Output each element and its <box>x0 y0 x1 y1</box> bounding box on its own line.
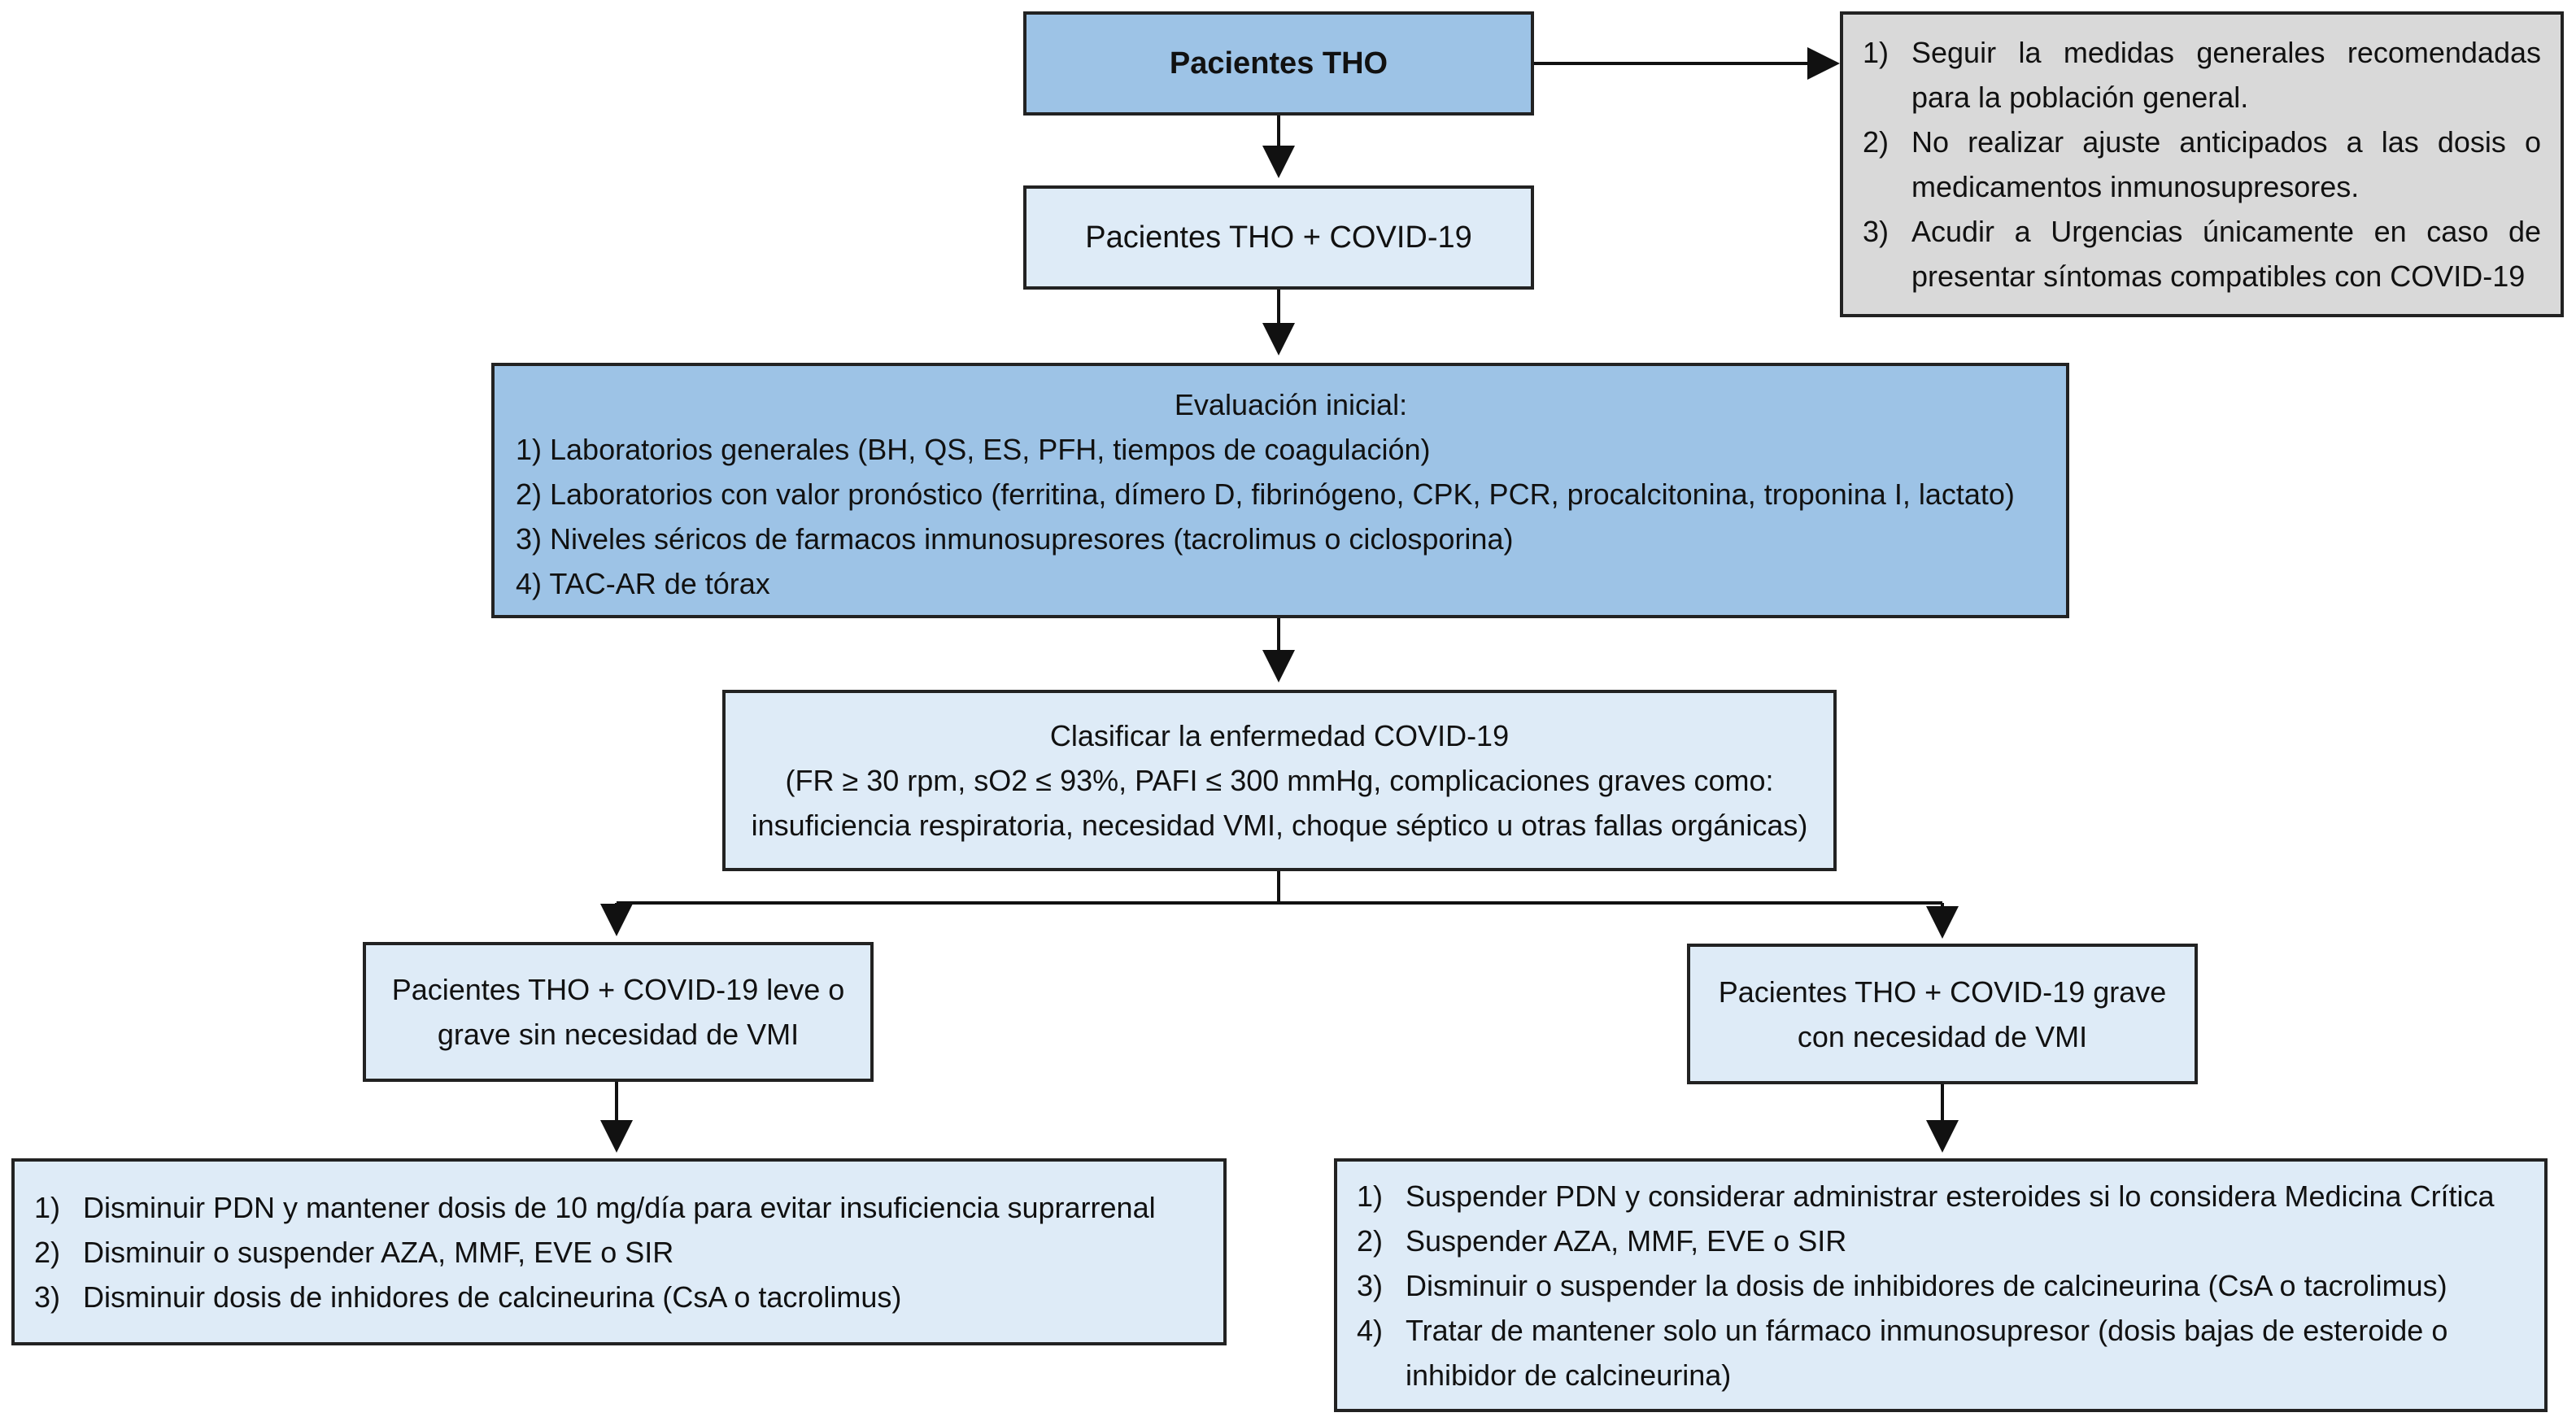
node-mild-actions: 1) Disminuir PDN y mantener dosis de 10 … <box>11 1158 1227 1345</box>
connector-classify-split <box>617 871 1280 905</box>
classify-title: Clasificar la enfermedad COVID-19 <box>1049 719 1510 752</box>
node-initial-evaluation: Evaluación inicial: 1) Laboratorios gene… <box>491 363 2069 618</box>
node-classify: Clasificar la enfermedad COVID-19 (FR ≥ … <box>722 690 1837 871</box>
node-severe-actions: 1) Suspender PDN y considerar administra… <box>1334 1158 2548 1412</box>
severe-action-item: 3) Disminuir o suspender la dosis de inh… <box>1357 1268 2447 1302</box>
mild-action-item: 3) Disminuir dosis de inhidores de calci… <box>34 1280 902 1314</box>
initial-eval-item: 2) Laboratorios con valor pronóstico (fe… <box>516 477 2015 511</box>
mild-action-item: 1) Disminuir PDN y mantener dosis de 10 … <box>34 1190 1156 1224</box>
severe-action-item: 2) Suspender AZA, MMF, EVE o SIR <box>1357 1223 1847 1258</box>
measure-item: 1) Seguir la medidas generales recomenda… <box>1863 36 2541 114</box>
node-mild-line: grave sin necesidad de VMI <box>437 1018 800 1051</box>
initial-eval-item: 3) Niveles séricos de farmacos inmunosup… <box>516 522 1514 556</box>
mild-action-item: 2) Disminuir o suspender AZA, MMF, EVE o… <box>34 1235 674 1269</box>
node-mild: Pacientes THO + COVID-19 leve o grave si… <box>363 942 874 1082</box>
classify-criteria: insuficiencia respiratoria, necesidad VM… <box>751 809 1808 842</box>
node-mild-line: Pacientes THO + COVID-19 leve o <box>391 973 845 1006</box>
node-tho: Pacientes THO <box>1023 11 1534 116</box>
node-severe-line: Pacientes THO + COVID-19 grave <box>1718 974 2167 1009</box>
initial-eval-item: 4) TAC-AR de tórax <box>516 567 770 600</box>
node-tho-label: Pacientes THO <box>1169 46 1388 81</box>
measure-item: 2) No realizar ajuste anticipados a las … <box>1863 125 2541 203</box>
initial-eval-item: 1) Laboratorios generales (BH, QS, ES, P… <box>516 433 1431 466</box>
node-tho-covid: Pacientes THO + COVID-19 <box>1023 185 1534 290</box>
severe-action-item: 4) Tratar de mantener solo un fármaco in… <box>1357 1313 2448 1392</box>
node-tho-covid-label: Pacientes THO + COVID-19 <box>1085 220 1472 255</box>
node-severe: Pacientes THO + COVID-19 grave con neces… <box>1687 944 2198 1084</box>
classify-criteria: (FR ≥ 30 rpm, sO2 ≤ 93%, PAFI ≤ 300 mmHg… <box>785 764 1774 797</box>
node-severe-line: con necesidad de VMI <box>1797 1019 2088 1053</box>
node-general-measures: 1) Seguir la medidas generales recomenda… <box>1840 11 2564 317</box>
measure-item: 3) Acudir a Urgencias únicamente en caso… <box>1863 215 2541 293</box>
severe-action-item: 1) Suspender PDN y considerar administra… <box>1357 1179 2495 1213</box>
initial-eval-title: Evaluación inicial: <box>1174 388 1408 421</box>
